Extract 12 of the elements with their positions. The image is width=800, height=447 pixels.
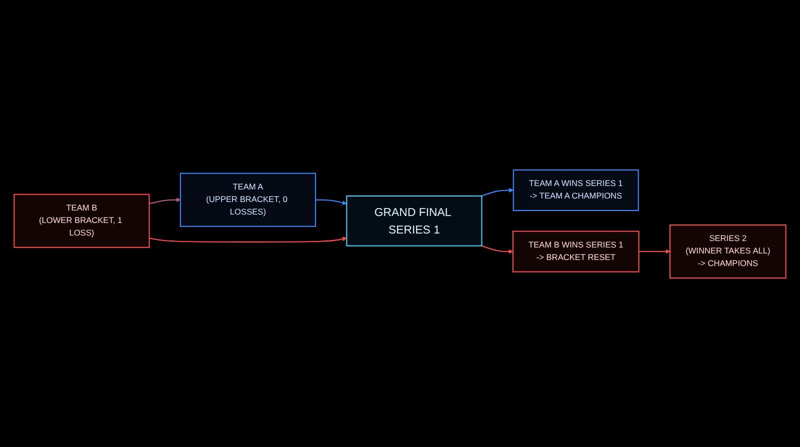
node-box: TEAM B (LOWER BRACKET, 1 LOSS) <box>14 193 150 248</box>
arrow <box>638 248 670 254</box>
node-box: SERIES 2 (WINNER TAKES ALL) -> CHAMPIONS <box>669 224 786 278</box>
arrow <box>316 198 347 204</box>
arrow <box>482 244 514 254</box>
arrow <box>149 236 347 242</box>
node-box: TEAM A WINS SERIES 1 -> TEAM A CHAMPIONS <box>512 168 639 211</box>
arrow <box>149 197 181 204</box>
node-box: TEAM B WINS SERIES 1 -> BRACKET RESET <box>512 230 640 272</box>
node-box: TEAM A (UPPER BRACKET, 0 LOSSES) <box>180 172 316 226</box>
arrow <box>482 187 514 196</box>
node-box: GRAND FINAL SERIES 1 <box>346 194 482 246</box>
